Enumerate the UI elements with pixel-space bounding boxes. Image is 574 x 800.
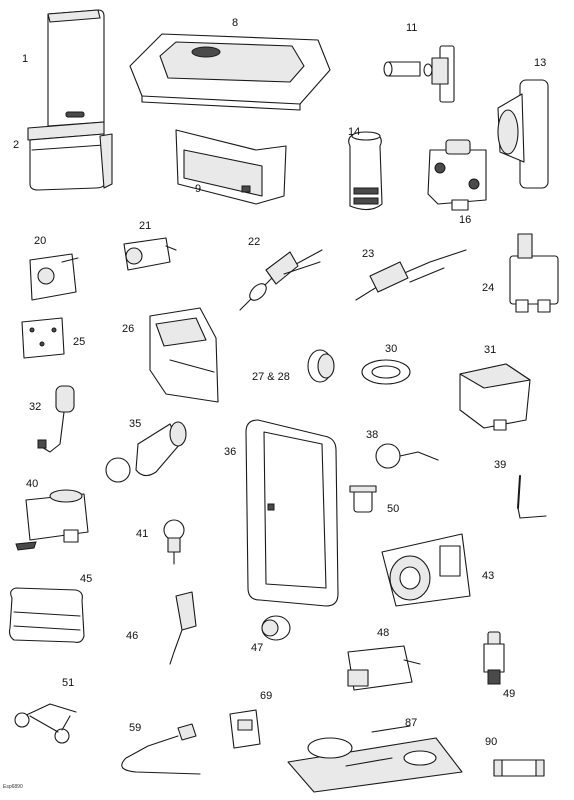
part-2-lower-cover xyxy=(29,133,113,191)
part-14-filter xyxy=(348,131,383,211)
label-25: 25 xyxy=(73,336,86,348)
part-11-fitting xyxy=(383,45,455,103)
part-38-gauge xyxy=(375,443,439,469)
label-14: 14 xyxy=(348,126,361,138)
part-50-relief-valve xyxy=(349,485,377,513)
part-48-diverter xyxy=(347,645,421,691)
label-38: 38 xyxy=(366,429,379,441)
part-40-motor xyxy=(15,489,89,551)
part-23-electrode xyxy=(355,249,467,301)
label-31: 31 xyxy=(484,344,497,356)
part-30-washer xyxy=(361,359,411,385)
part-45-heat-exchanger xyxy=(8,587,85,643)
part-24-ignition-unit xyxy=(509,233,559,313)
label-87: 87 xyxy=(405,717,418,729)
label-45: 45 xyxy=(80,573,93,585)
part-20-thermostat xyxy=(29,253,79,301)
label-9: 9 xyxy=(195,183,202,195)
label-51: 51 xyxy=(62,677,75,689)
label-36: 36 xyxy=(224,446,237,458)
part-46-sensor xyxy=(169,591,197,665)
label-43: 43 xyxy=(482,570,495,582)
part-35-elbow xyxy=(105,421,187,483)
part-21-sensor xyxy=(123,237,177,271)
part-31-box xyxy=(459,363,531,431)
part-25-plate xyxy=(21,317,65,359)
part-26-control-housing xyxy=(149,307,219,403)
part-69-bracket xyxy=(229,709,261,749)
part-47-cap xyxy=(261,615,291,641)
label-27-28: 27 & 28 xyxy=(252,371,290,383)
label-30: 30 xyxy=(385,343,398,355)
part-87-gasket-kit xyxy=(287,725,463,793)
label-26: 26 xyxy=(122,323,135,335)
part-13-fan xyxy=(497,79,549,189)
label-32: 32 xyxy=(29,401,42,413)
label-22: 22 xyxy=(248,236,261,248)
label-8: 8 xyxy=(232,17,239,29)
label-24: 24 xyxy=(482,282,495,294)
part-22-electrode xyxy=(239,249,323,311)
label-46: 46 xyxy=(126,630,139,642)
label-69: 69 xyxy=(260,690,273,702)
part-8-chamber-cover xyxy=(129,33,331,111)
part-49-valve xyxy=(483,631,505,685)
label-49: 49 xyxy=(503,688,516,700)
label-50: 50 xyxy=(387,503,400,515)
label-20: 20 xyxy=(34,235,47,247)
part-51-linkage xyxy=(14,703,77,744)
label-47: 47 xyxy=(251,642,264,654)
part-90-fuse xyxy=(493,759,545,777)
label-59: 59 xyxy=(129,722,142,734)
label-21: 21 xyxy=(139,220,152,232)
label-90: 90 xyxy=(485,736,498,748)
label-48: 48 xyxy=(377,627,390,639)
label-16: 16 xyxy=(459,214,472,226)
part-32-cable xyxy=(37,385,75,453)
footer-code: Esp6890 xyxy=(3,784,23,790)
part-41-valve xyxy=(163,519,185,565)
label-2: 2 xyxy=(13,139,20,151)
part-36-window-frame xyxy=(245,419,339,607)
part-27-28-sensors xyxy=(307,349,335,383)
label-40: 40 xyxy=(26,478,39,490)
part-1-boiler-casing xyxy=(27,9,105,141)
label-39: 39 xyxy=(494,459,507,471)
part-43-pump xyxy=(381,533,471,607)
part-39-probe xyxy=(517,475,547,519)
label-11: 11 xyxy=(406,22,418,34)
label-13: 13 xyxy=(534,57,547,69)
label-23: 23 xyxy=(362,248,375,260)
label-35: 35 xyxy=(129,418,142,430)
part-16-gas-valve xyxy=(427,139,487,211)
label-41: 41 xyxy=(136,528,149,540)
label-1: 1 xyxy=(22,53,29,65)
part-9-bracket xyxy=(175,129,287,205)
part-59-wire xyxy=(121,723,201,775)
